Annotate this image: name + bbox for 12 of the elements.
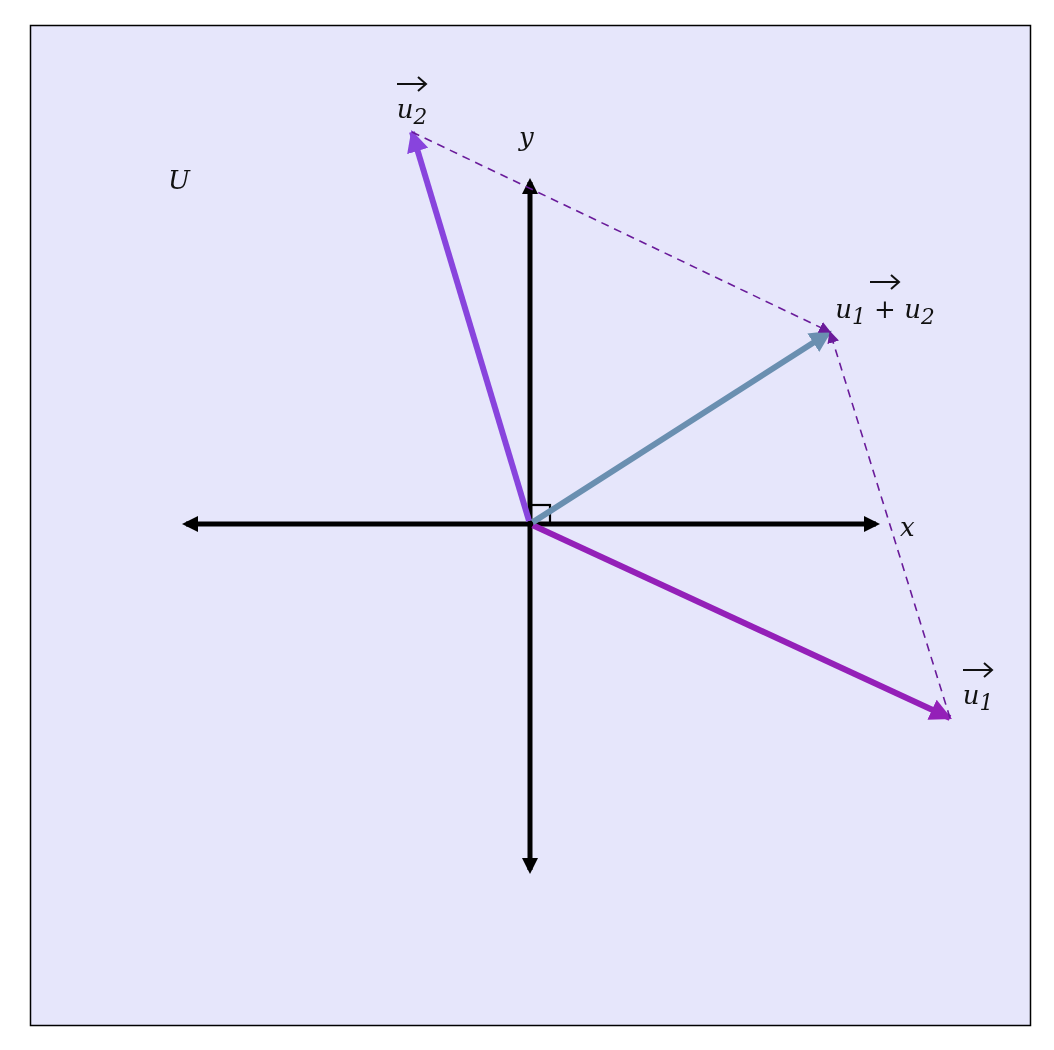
vector-arrow [530, 329, 832, 525]
vector-label: u$_{1}$ + u$_{2}$ [830, 272, 940, 332]
vector-arrow [531, 522, 952, 721]
axis-label: y [519, 122, 534, 152]
set-label: U [168, 165, 190, 195]
dashed-arrow [411, 131, 832, 333]
vector-label: u$_{2}$ [384, 74, 440, 132]
vector-label: u$_{1}$ [950, 660, 1006, 718]
origin-point [527, 521, 533, 527]
dashed-arrow [827, 330, 951, 719]
axis-label: x [900, 512, 915, 542]
vector-arrow [407, 129, 532, 522]
